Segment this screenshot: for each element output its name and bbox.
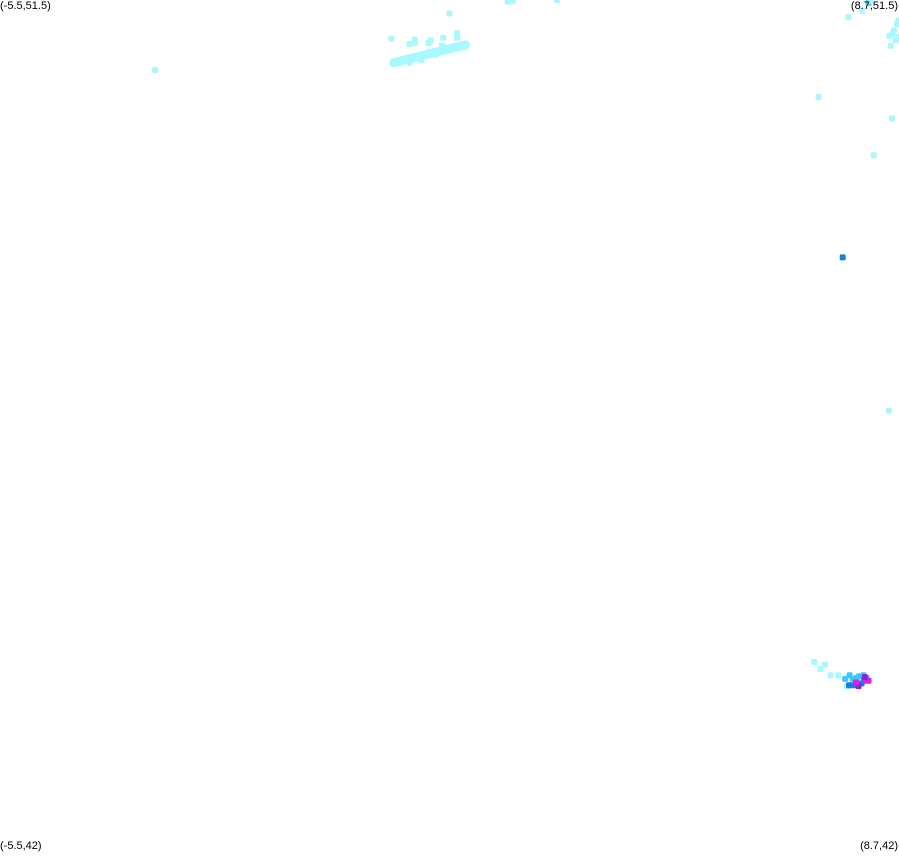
radar-echo-cell: [889, 31, 896, 38]
radar-echo-cell: [861, 674, 868, 681]
radar-echo-cell: [425, 40, 432, 46]
radar-echo-cell: [411, 36, 418, 43]
radar-echo-cell: [440, 34, 447, 41]
radar-echo-cell: [406, 59, 413, 66]
radar-echo-cell: [504, 0, 511, 5]
radar-echo-cell: [870, 152, 877, 159]
radar-echo-cell: [462, 43, 469, 50]
radar-echo-cell: [432, 51, 439, 58]
radar-echo-cell: [410, 54, 417, 61]
radar-echo-cell: [426, 49, 433, 55]
radar-echo-cell: [152, 67, 159, 73]
radar-echo-cell: [452, 42, 459, 49]
radar-echo-cell: [815, 93, 822, 100]
radar-echo-cell: [835, 672, 842, 679]
radar-echo-cell: [859, 7, 866, 14]
corner-coordinate-bottom-right: (8.7,42): [860, 840, 898, 852]
radar-echo-cell: [509, 0, 516, 4]
radar-echo-cell: [852, 679, 859, 686]
corner-coordinate-bottom-left: (-5.5,42): [0, 840, 42, 852]
radar-echo-cell: [892, 37, 899, 44]
radar-echo-cell: [454, 30, 461, 37]
radar-echo-cell: [885, 407, 892, 414]
corner-coordinate-top-left: (-5.5,51.5): [0, 0, 51, 12]
radar-echo-cell: [811, 658, 818, 665]
radar-echo-cell: [889, 115, 895, 122]
radar-echo-cell: [887, 42, 894, 49]
radar-echo-cell: [867, 0, 874, 4]
radar-echo-cell: [388, 35, 395, 42]
radar-echo-cell: [839, 254, 846, 261]
radar-echo-cell: [554, 0, 561, 3]
radar-echo-cell: [443, 44, 450, 51]
radar-echo-cell: [406, 40, 413, 47]
radar-echo-cell: [418, 57, 424, 64]
radar-echo-cell: [821, 661, 828, 668]
radar-echo-cell: [817, 666, 824, 672]
radar-echo-cell: [845, 14, 852, 20]
radar-echo-cell: [842, 675, 849, 682]
radar-echo-cell: [827, 672, 834, 679]
corner-coordinate-top-right: (8.7,51.5): [850, 0, 898, 12]
radar-echo-cell: [446, 10, 453, 17]
radar-echo-cell: [894, 21, 899, 28]
